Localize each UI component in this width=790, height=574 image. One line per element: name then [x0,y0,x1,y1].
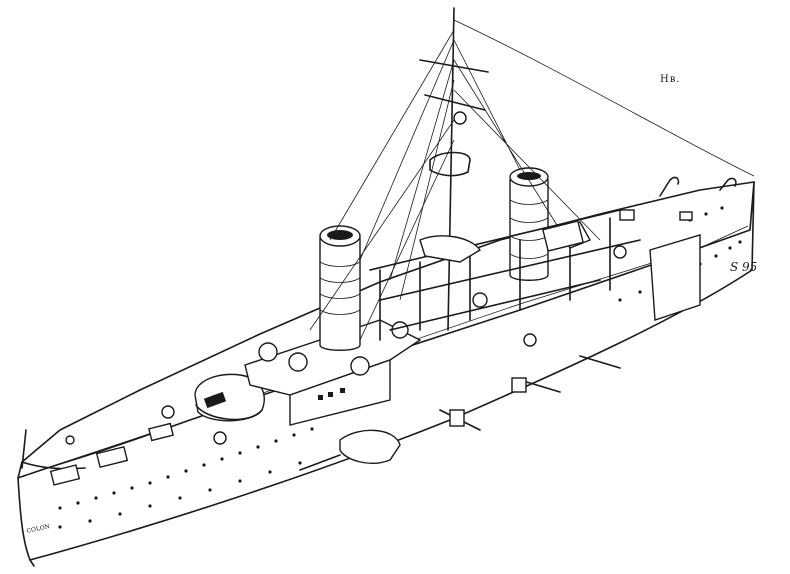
portholes [58,206,742,529]
corner-note: Нв. [660,74,681,85]
forward-turret [194,373,265,422]
aft-funnel [509,167,549,281]
artist-signature: S 95 [730,260,758,274]
forward-superstructure [244,319,422,426]
forward-funnel [319,225,361,351]
boat-deck [369,209,641,347]
aft-deck-fittings [299,176,737,471]
bow-deck-fittings [21,405,227,486]
mast-rigging [309,7,755,341]
